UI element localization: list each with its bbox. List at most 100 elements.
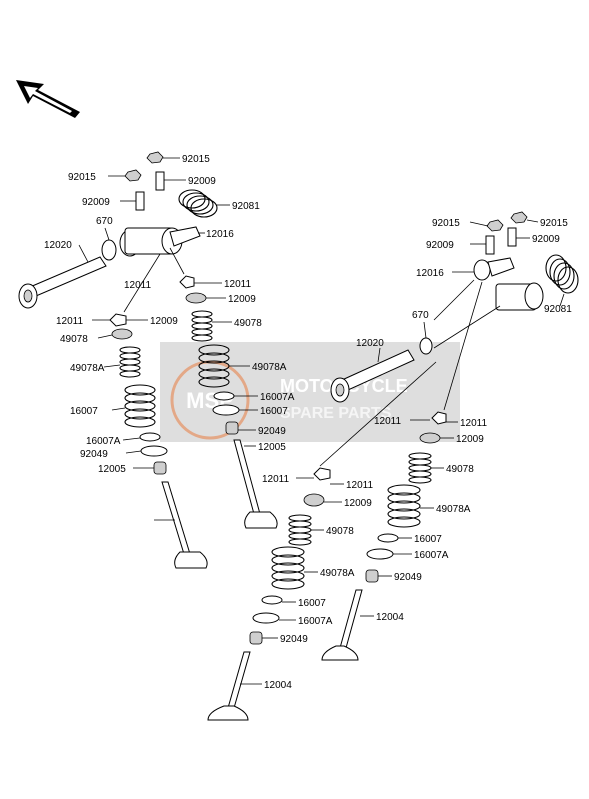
- label-12011: 12009: [150, 316, 178, 327]
- seal-92049-left-lower: [153, 461, 167, 475]
- label-92015: 92015: [432, 218, 460, 229]
- label-92081: 92081: [232, 201, 260, 212]
- retainer-12009-left-upper: [185, 292, 207, 304]
- label-12020: 12020: [356, 338, 384, 349]
- outer-spring-49078a-left-lower: [124, 384, 156, 428]
- label-16007a: 92049: [80, 449, 108, 460]
- label-670: 670: [96, 216, 113, 227]
- inner-spring-49078-left-lower: [119, 346, 141, 378]
- left-rocker-assembly: [18, 151, 278, 569]
- label-12016: 12016: [416, 268, 444, 279]
- spring-92081-right: [545, 254, 579, 294]
- outer-spring-49078a-left-upper: [198, 344, 230, 388]
- seat-16007a-left-upper: [212, 404, 240, 416]
- seat-16007a-center: [252, 612, 280, 624]
- inner-spring-49078-left-upper: [191, 310, 213, 342]
- nut-92015-c: [486, 219, 504, 232]
- valve-12005-left-upper: [233, 439, 278, 529]
- part-number-labels: 92015 92015 92009 92009 92081 670 12020 …: [44, 154, 572, 691]
- label-12004: 12004: [376, 612, 404, 623]
- label-16007a: 16007A: [414, 550, 449, 561]
- valve-12004-right: [321, 589, 363, 661]
- nut-92015-a: [146, 151, 164, 164]
- seat-16007a-right: [366, 548, 394, 560]
- label-16007: 16007: [414, 534, 442, 545]
- seat-16007a-left-lower: [140, 445, 168, 457]
- center-valve-assembly: [207, 467, 331, 721]
- label-92049: 92049: [394, 572, 422, 583]
- label-670: 670: [412, 310, 429, 321]
- watermark-brand-line2: SPARE PARTS: [280, 405, 392, 422]
- rocker-shaft-12020-right: [330, 349, 415, 403]
- label-12011: 12011: [124, 280, 152, 291]
- label-12011: 12011: [262, 474, 290, 485]
- label-16007a: 16007: [260, 406, 288, 417]
- inner-spring-49078-right: [408, 452, 432, 484]
- keeper-12011-left-upper: [179, 275, 195, 289]
- keeper-12011-left-lower: [109, 313, 127, 327]
- valve-12004-center: [207, 651, 251, 721]
- label-49078: 49078: [326, 526, 354, 537]
- label-12009: 12009: [456, 434, 484, 445]
- label-12011: 12011: [224, 279, 252, 290]
- retainer-12009-right: [419, 432, 441, 444]
- label-92049: 92049: [280, 634, 308, 645]
- screw-92009-c: [485, 235, 495, 255]
- outer-spring-49078a-right: [387, 484, 421, 528]
- watermark: MSP MOTORCYCLE SPARE PARTS: [160, 342, 460, 442]
- label-12011: 12011: [460, 418, 488, 429]
- screw-92009-d: [507, 227, 517, 247]
- label-49078a: 16007: [70, 406, 98, 417]
- outer-spring-49078a-center: [271, 546, 305, 590]
- label-16007: 16007A: [86, 436, 121, 447]
- seat-16007-center: [261, 595, 283, 605]
- retainer-12009-center: [303, 493, 325, 507]
- label-12005: 12005: [258, 442, 286, 453]
- label-12011: 12011: [374, 416, 402, 427]
- label-12011: 12011: [346, 480, 374, 491]
- nut-92015-b: [124, 169, 142, 182]
- label-49078a: 49078A: [320, 568, 355, 579]
- label-92009: 92009: [532, 234, 560, 245]
- front-direction-arrow-icon: [16, 80, 80, 118]
- label-49078: 49078A: [70, 363, 105, 374]
- label-12011: 12011: [56, 316, 84, 327]
- label-16007: 16007A: [260, 392, 295, 403]
- label-12009: 49078: [60, 334, 88, 345]
- leader-lines: [78, 157, 565, 685]
- label-12004: 12004: [264, 680, 292, 691]
- label-92049: 12005: [98, 464, 126, 475]
- label-92015: 92015: [68, 172, 96, 183]
- seal-92049-center: [249, 631, 263, 645]
- label-12020: 12020: [44, 240, 72, 251]
- label-12009: 12009: [228, 294, 256, 305]
- label-49078: 49078: [234, 318, 262, 329]
- rocker-arm-12016-left: [119, 226, 201, 257]
- keeper-12011-center: [313, 467, 331, 481]
- label-92015: 92015: [540, 218, 568, 229]
- seat-16007-left-lower: [139, 432, 161, 442]
- label-92009: 92009: [426, 240, 454, 251]
- label-49078a: 49078A: [252, 362, 287, 373]
- label-49078: 49078: [446, 464, 474, 475]
- retainer-12009-left-lower: [111, 328, 133, 340]
- label-16007a: 16007A: [298, 616, 333, 627]
- rocker-shaft-12020-left: [18, 256, 107, 309]
- keeper-12011-right: [431, 411, 447, 425]
- label-12016: 12016: [206, 229, 234, 240]
- o-ring-670-left: [101, 239, 117, 261]
- valve-12005-left-lower: [161, 481, 208, 569]
- nut-92015-d: [510, 211, 528, 224]
- seal-92049-left-upper: [225, 421, 239, 435]
- seal-92049-right: [365, 569, 379, 583]
- label-16007: 16007: [298, 598, 326, 609]
- label-92081: 92081: [544, 304, 572, 315]
- label-49078a: 49078A: [436, 504, 471, 515]
- label-92009: 92009: [82, 197, 110, 208]
- seat-16007-right: [377, 533, 399, 543]
- label-92009: 92009: [188, 176, 216, 187]
- screw-92009-a: [155, 171, 165, 191]
- label-92015: 92015: [182, 154, 210, 165]
- label-12009: 12009: [344, 498, 372, 509]
